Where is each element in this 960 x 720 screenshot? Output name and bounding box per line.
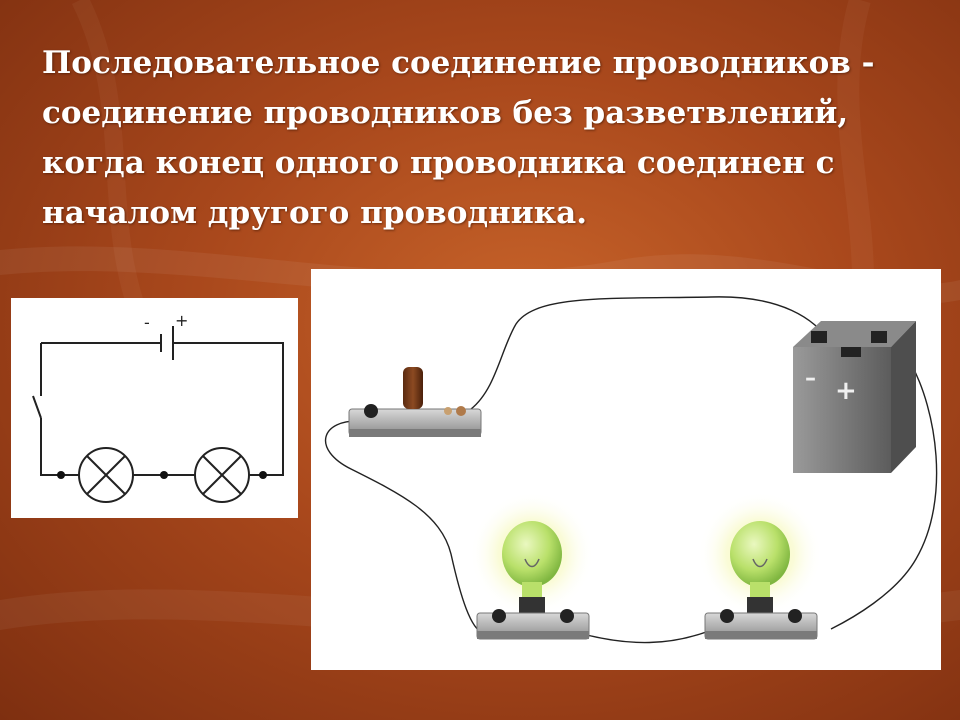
definition-line-2: соединение проводников без разветвлений, [42, 95, 849, 131]
schematic-node [57, 471, 65, 479]
lamp-1-illustration [470, 492, 594, 640]
circuit-illustration: – + [324, 296, 938, 644]
definition-line-4: началом другого проводника. [42, 195, 587, 231]
switch-illustration [348, 367, 482, 437]
wire-lamp-1-to-lamp-2 [578, 630, 710, 644]
schematic-wire-left-bottom [40, 418, 61, 476]
schematic-switch [32, 395, 42, 419]
schematic-node [160, 471, 168, 479]
schematic-minus-label: - [144, 313, 150, 332]
lamp-2-illustration [698, 492, 822, 640]
schematic-node [259, 471, 267, 479]
circuit-illustration-panel: – + [311, 269, 941, 670]
definition-text: Последовательное соединение проводников … [42, 38, 932, 238]
battery-plus-label: + [835, 376, 857, 406]
circuit-schematic-panel: - + [11, 298, 298, 518]
wire-switch-to-lamp-1 [324, 420, 484, 634]
schematic-lamp-2 [194, 447, 250, 503]
battery-minus-label: – [805, 366, 816, 391]
schematic-wire-top-right [173, 342, 284, 476]
circuit-schematic: - + [32, 311, 284, 503]
battery-illustration: – + [793, 321, 916, 473]
schematic-lamp-1 [78, 447, 134, 503]
definition-line-3: когда конец одного проводника соединен с [42, 145, 835, 181]
wire-battery-to-lamp-2 [830, 363, 938, 630]
schematic-plus-label: + [175, 311, 188, 330]
wire-switch-to-battery [470, 296, 832, 410]
definition-line-1: Последовательное соединение проводников … [42, 45, 875, 81]
